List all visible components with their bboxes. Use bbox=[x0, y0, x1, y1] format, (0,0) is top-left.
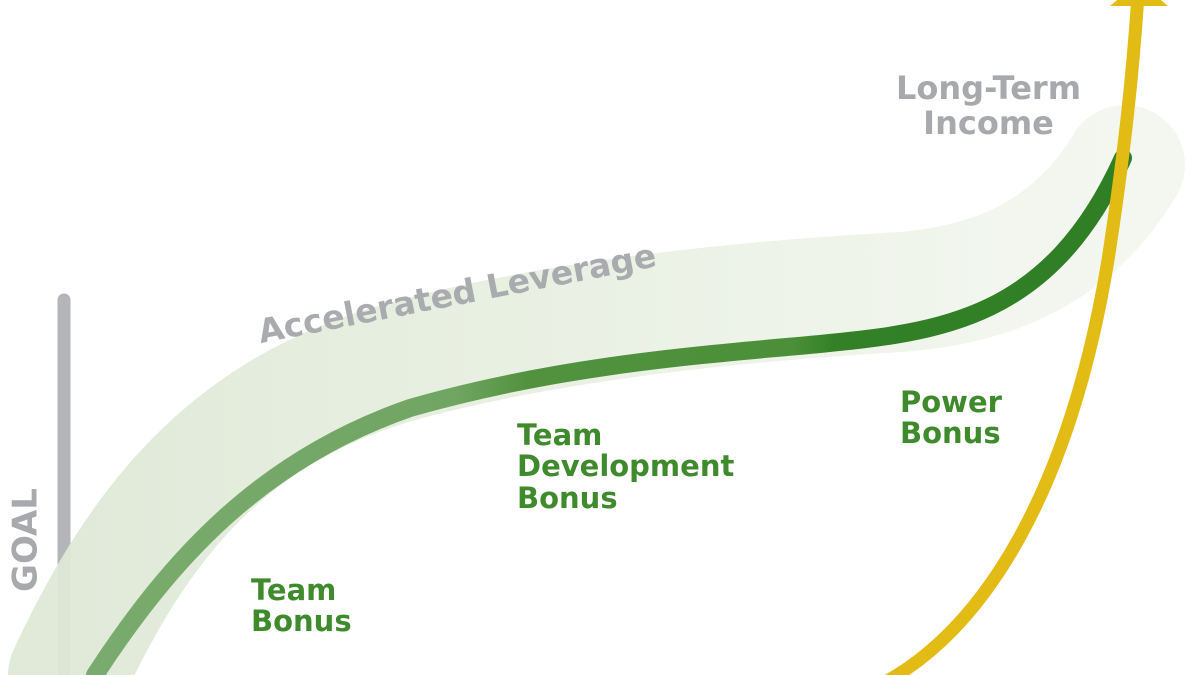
goal-label: GOAL bbox=[5, 488, 46, 592]
long-term-income-line: Long-Term bbox=[896, 69, 1082, 107]
team-development-bonus-line: Bonus bbox=[517, 480, 618, 515]
team-bonus-label: Team Bonus bbox=[251, 573, 352, 639]
growth-curve bbox=[86, 149, 1132, 675]
power-bonus-label: Power Bonus bbox=[900, 385, 1002, 451]
power-bonus-line: Bonus bbox=[900, 416, 1001, 451]
team-development-bonus-line: Team bbox=[517, 418, 603, 452]
team-bonus-line: Bonus bbox=[251, 604, 352, 639]
team-bonus-line: Team bbox=[251, 573, 337, 607]
income-curve bbox=[884, 0, 1145, 675]
team-development-bonus-line: Development bbox=[517, 449, 735, 484]
long-term-income-label: Long-Term Income bbox=[896, 71, 1081, 140]
power-bonus-line: Power bbox=[900, 385, 1002, 419]
long-term-income-line: Income bbox=[923, 103, 1054, 142]
team-development-bonus-label: Team Development Bonus bbox=[517, 418, 735, 515]
income-arrow-head bbox=[1110, 0, 1168, 6]
leverage-band bbox=[8, 105, 1185, 675]
